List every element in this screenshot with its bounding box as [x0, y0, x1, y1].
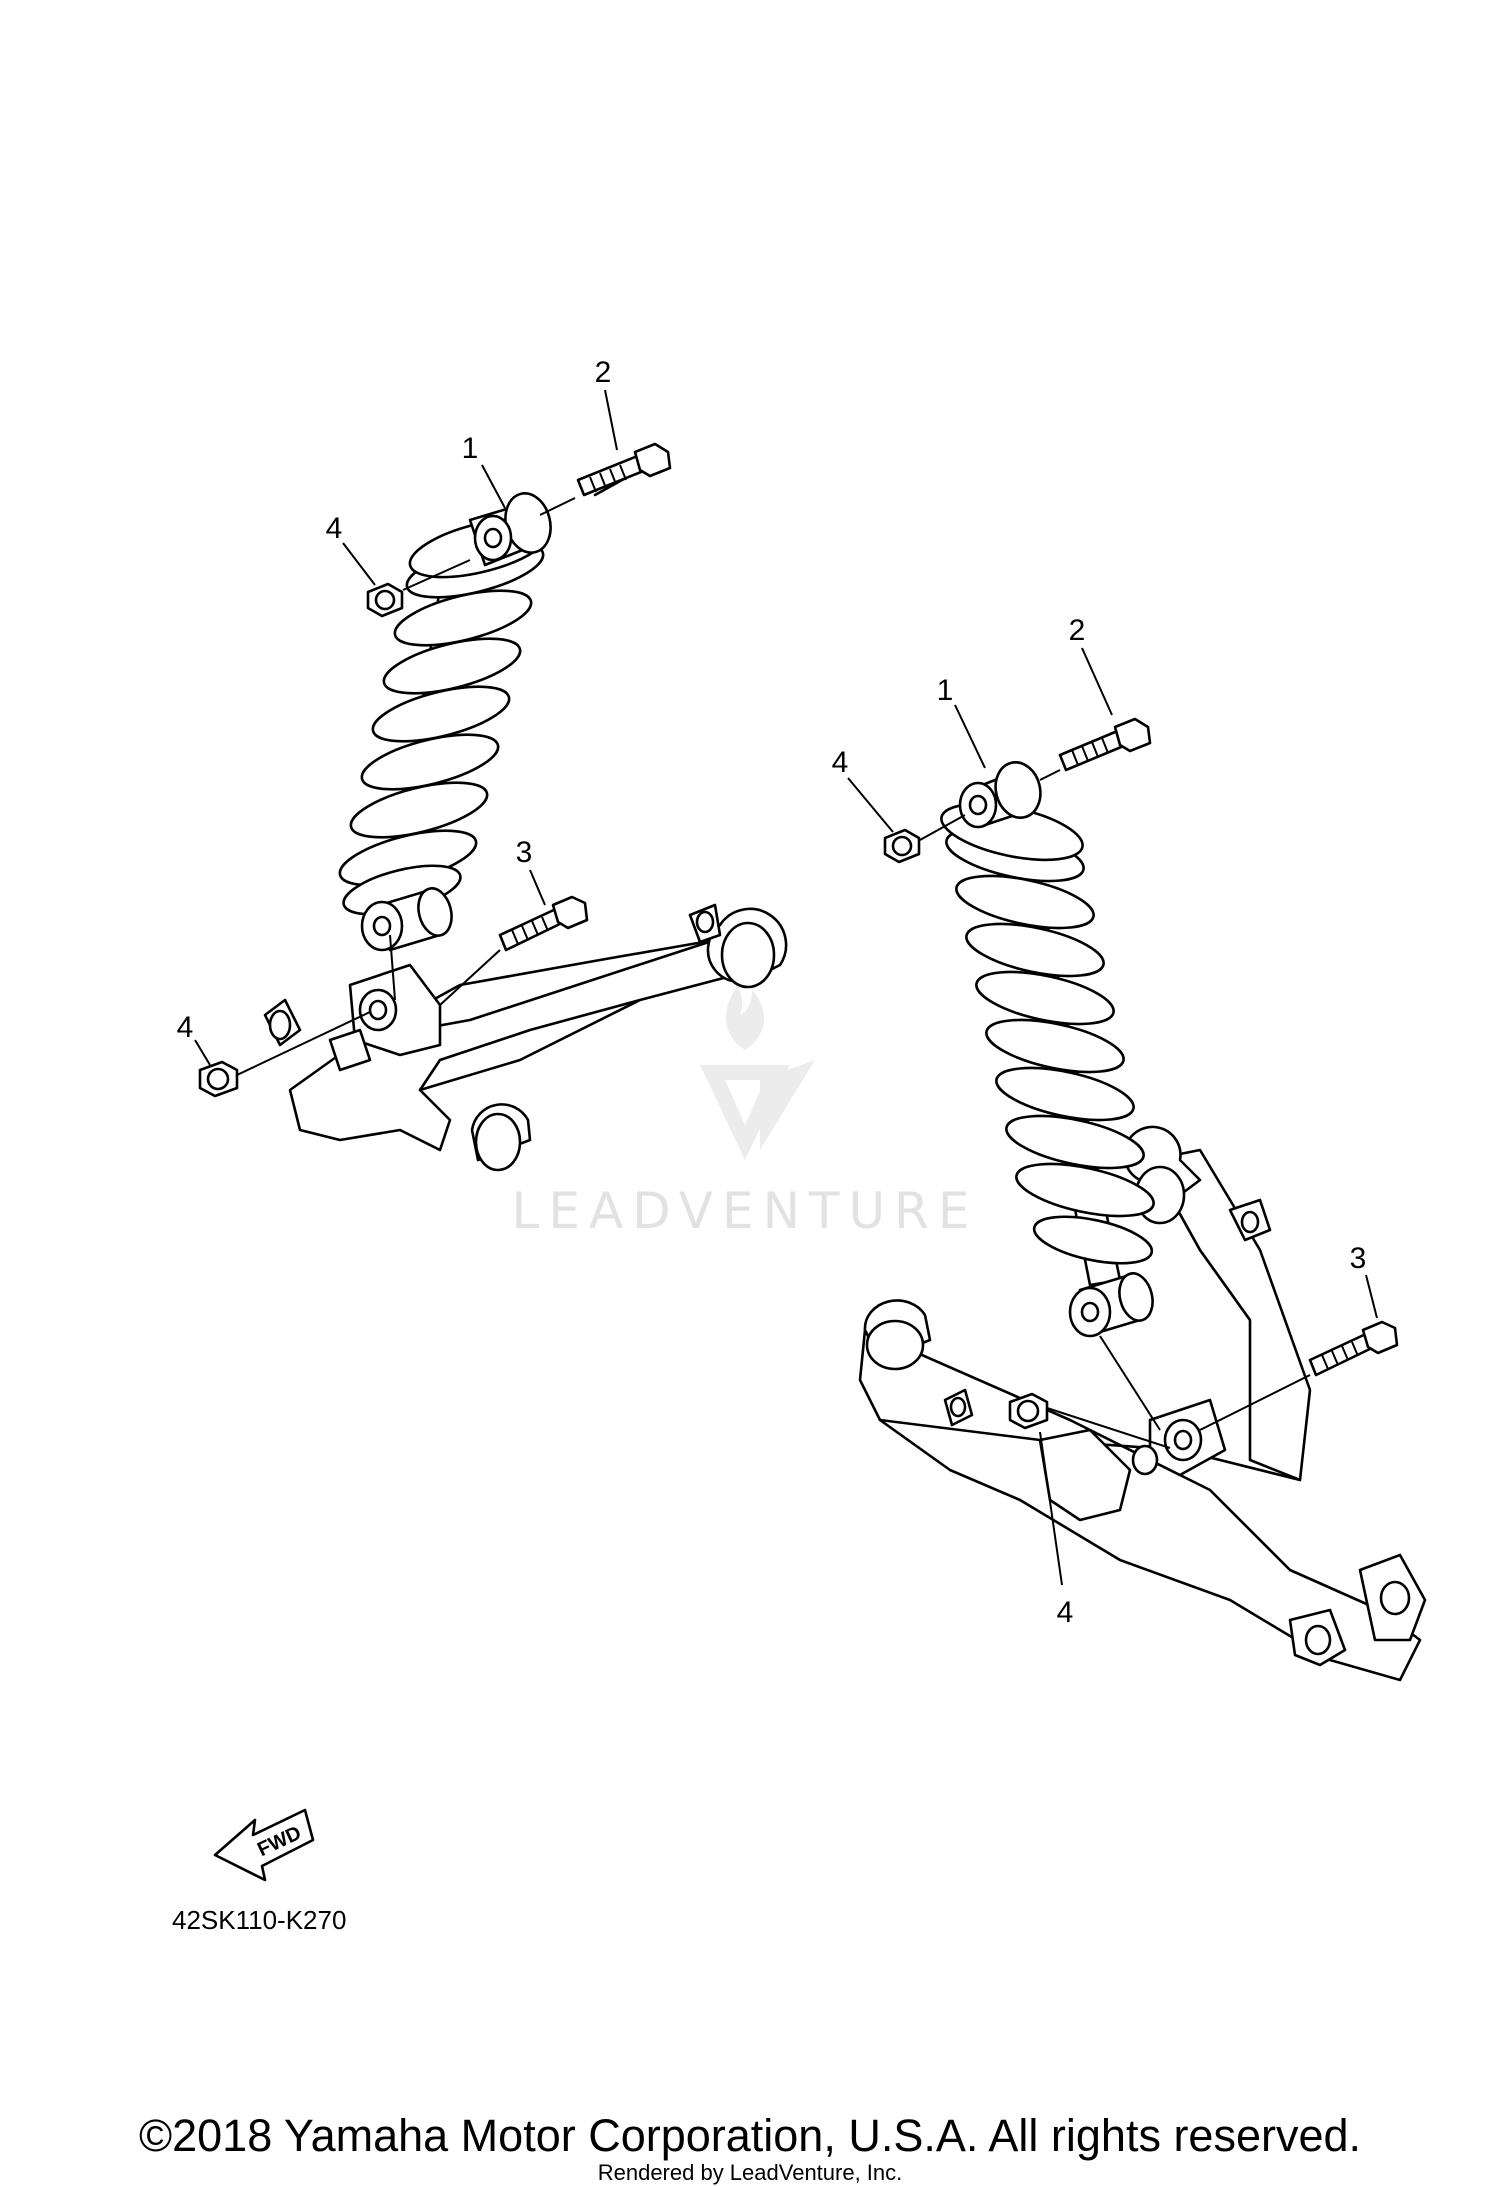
right-swing-arm [858, 1125, 1427, 1682]
right-upper-nut [883, 828, 921, 864]
callout-left-3: 3 [516, 836, 533, 869]
callout-left-1: 1 [462, 432, 479, 465]
right-shock-assembly: 1 2 3 4 4 [832, 614, 1427, 1682]
leadventure-watermark: LEADVENTURE [512, 985, 979, 1240]
left-a-arm [263, 903, 788, 1172]
callout-right-4-bottom: 4 [1057, 1596, 1074, 1629]
callout-right-1: 1 [937, 674, 954, 707]
left-lower-bolt [498, 895, 589, 952]
left-upper-nut [366, 582, 404, 618]
callout-left-4-top: 4 [326, 512, 343, 545]
callout-left-4-bottom: 4 [177, 1011, 194, 1044]
callout-right-2: 2 [1069, 614, 1086, 647]
callout-left-2: 2 [595, 356, 612, 389]
rendered-by-text: Rendered by LeadVenture, Inc. [597, 2160, 903, 2185]
callout-right-4-top: 4 [832, 746, 849, 779]
right-lower-nut [1008, 1392, 1049, 1430]
copyright-text: ©2018 Yamaha Motor Corporation, U.S.A. A… [138, 2110, 1362, 2161]
right-upper-bolt [1058, 717, 1152, 772]
right-shock-absorber [940, 761, 1155, 1338]
left-lower-nut [198, 1060, 239, 1098]
left-upper-bolt [576, 442, 672, 497]
right-lower-bolt [1308, 1320, 1399, 1377]
left-shock-absorber [338, 492, 552, 952]
diagram-code: 42SK110-K270 [172, 1905, 347, 1935]
left-shock-assembly: 1 2 3 4 4 [177, 356, 788, 1172]
callout-right-3: 3 [1350, 1242, 1367, 1275]
fwd-arrow-icon: FWD [213, 1808, 315, 1882]
watermark-text: LEADVENTURE [512, 1182, 979, 1240]
